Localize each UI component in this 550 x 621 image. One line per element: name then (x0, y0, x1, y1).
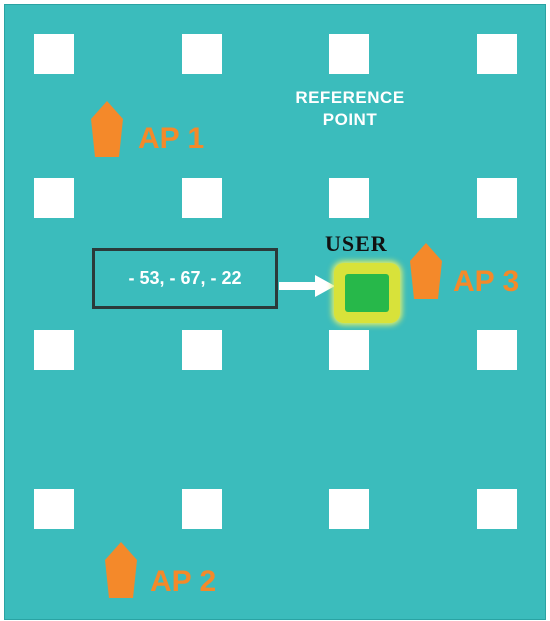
ap-pentagon-icon (410, 243, 442, 299)
reference-point (329, 330, 369, 370)
reference-point-label: REFERENCE POINT (275, 87, 425, 131)
reference-point (477, 330, 517, 370)
reference-point (477, 34, 517, 74)
user-label: USER (325, 231, 388, 256)
reference-point (182, 178, 222, 218)
floor-map: REFERENCE POINT AP 1 AP 3 AP 2 - 53, - 6… (4, 4, 546, 620)
reference-point (34, 489, 74, 529)
reference-point (34, 330, 74, 370)
reference-point (477, 178, 517, 218)
reference-point (329, 489, 369, 529)
rssi-reading-text: - 53, - 67, - 22 (128, 268, 242, 288)
ap-pentagon-icon (91, 101, 123, 157)
reference-point (329, 34, 369, 74)
reference-point (182, 489, 222, 529)
ap-1-label: AP 1 (138, 122, 205, 155)
rssi-reading-box: - 53, - 67, - 22 (92, 248, 278, 309)
ap-pentagon-icon (105, 542, 137, 598)
reference-point (329, 178, 369, 218)
reference-point (182, 34, 222, 74)
user-marker (334, 263, 400, 323)
reference-point (477, 489, 517, 529)
ap-2-label: AP 2 (150, 565, 217, 598)
arrow-right-icon (279, 275, 335, 297)
ap-3-label: AP 3 (453, 265, 520, 298)
user-marker-inner (345, 274, 389, 312)
reference-point-label-line2: POINT (322, 110, 378, 129)
reference-point (34, 178, 74, 218)
reference-point-label-line1: REFERENCE (295, 88, 405, 107)
reference-point (182, 330, 222, 370)
reference-point (34, 34, 74, 74)
